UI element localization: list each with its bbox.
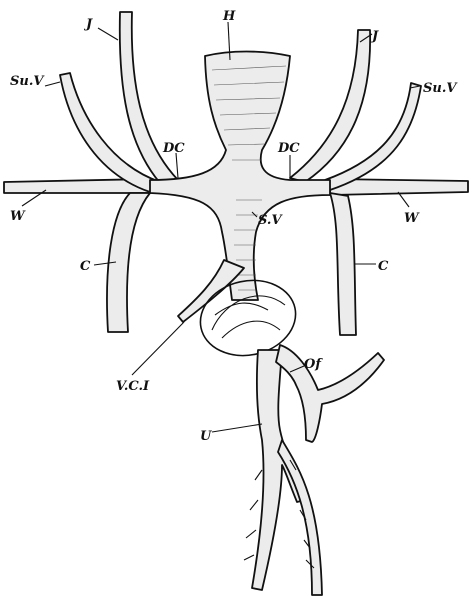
vein-u-branch [278, 440, 322, 595]
label-w-right: W [404, 211, 420, 226]
label-suv-right: Su.V [423, 81, 458, 96]
label-suv-left: Su.V [10, 74, 45, 89]
label-sv: S.V [258, 213, 283, 228]
vein-c-right [330, 193, 356, 335]
label-w-left: W [10, 209, 26, 224]
vein-of [276, 345, 384, 442]
label-c-left: C [80, 259, 91, 274]
vein-j-right [290, 30, 370, 182]
label-h: H [222, 9, 236, 24]
label-dc-left: DC [162, 141, 185, 156]
vein-j-left [120, 12, 178, 183]
heart-inner [212, 296, 285, 338]
label-c-right: C [378, 259, 389, 274]
label-dc-right: DC [277, 141, 300, 156]
label-of: Of [304, 357, 323, 372]
label-u: U [200, 429, 212, 444]
label-vci: V.C.I [116, 379, 150, 394]
label-j-left: J [83, 17, 93, 32]
